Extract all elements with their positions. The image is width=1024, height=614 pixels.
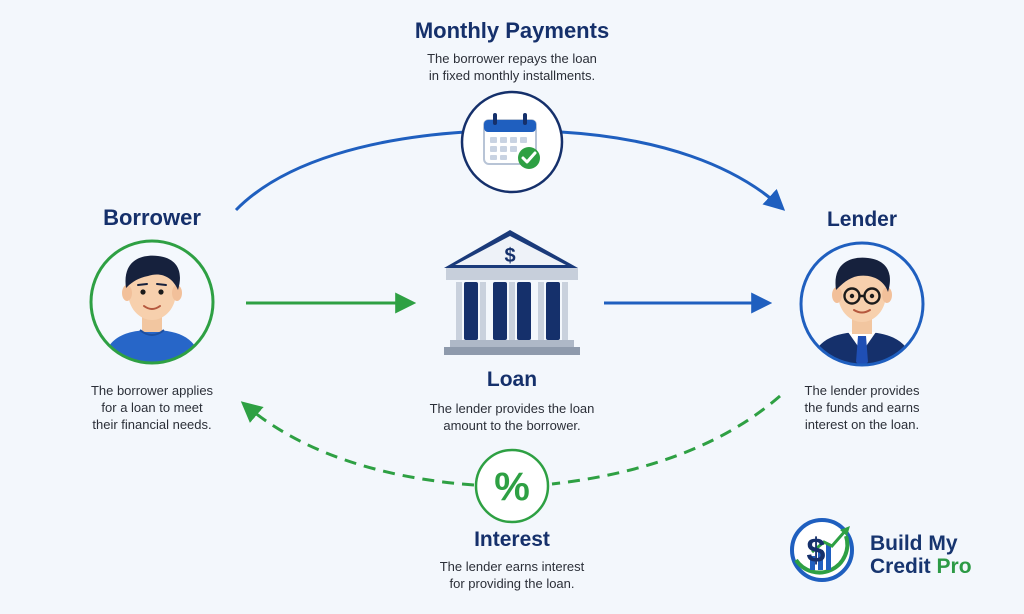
brand-logo-dollar: $ xyxy=(807,532,826,570)
brand-line2: Credit Pro xyxy=(870,555,972,578)
interest-desc-line2: for providing the loan. xyxy=(449,576,575,591)
borrower-description: The borrower applies for a loan to meet … xyxy=(52,382,252,433)
borrower-desc-line3: their financial needs. xyxy=(92,417,212,432)
loan-desc-line2: amount to the borrower. xyxy=(443,418,581,433)
lender-desc-line3: interest on the loan. xyxy=(804,417,920,432)
bank-dollar-symbol: $ xyxy=(504,245,515,267)
monthly-payments-description: The borrower repays the loan in fixed mo… xyxy=(362,50,662,84)
borrower-title: Borrower xyxy=(103,205,201,230)
brand-credit: Credit xyxy=(870,555,937,578)
borrower-avatar xyxy=(89,239,215,365)
borrower-desc-line2: for a loan to meet xyxy=(101,400,203,415)
borrower-desc-line1: The borrower applies xyxy=(90,383,214,398)
calendar-check-icon xyxy=(460,90,564,194)
percent-symbol: % xyxy=(494,465,530,509)
brand-line1: Build My xyxy=(870,532,958,555)
loan-title: Loan xyxy=(486,368,538,391)
interest-arc-right xyxy=(551,394,781,486)
percent-icon: % xyxy=(474,448,550,524)
interest-desc-line1: The lender earns interest xyxy=(439,559,585,574)
lender-avatar xyxy=(799,241,925,367)
brand-logo-icon: $ xyxy=(790,518,854,582)
monthly-payments-arc-right xyxy=(560,130,786,211)
lender-desc-line2: the funds and earns xyxy=(804,400,920,415)
monthly-payments-arc-left xyxy=(234,130,466,212)
interest-description: The lender earns interest for providing … xyxy=(382,558,642,592)
loan-desc-line1: The lender provides the loan xyxy=(429,401,595,416)
monthly-payments-desc-line2: in fixed monthly installments. xyxy=(428,68,596,83)
bank-icon: $ xyxy=(444,230,580,355)
brand-name: Build My Credit Pro xyxy=(870,532,972,578)
monthly-payments-title: Monthly Payments xyxy=(414,18,610,43)
loan-description: The lender provides the loan amount to t… xyxy=(382,400,642,434)
lender-desc-line1: The lender provides xyxy=(804,383,920,398)
lender-description: The lender provides the funds and earns … xyxy=(762,382,962,433)
brand-pro: Pro xyxy=(936,555,972,578)
interest-title: Interest xyxy=(474,528,550,551)
monthly-payments-desc-line1: The borrower repays the loan xyxy=(427,51,597,66)
lender-title: Lender xyxy=(826,208,897,231)
